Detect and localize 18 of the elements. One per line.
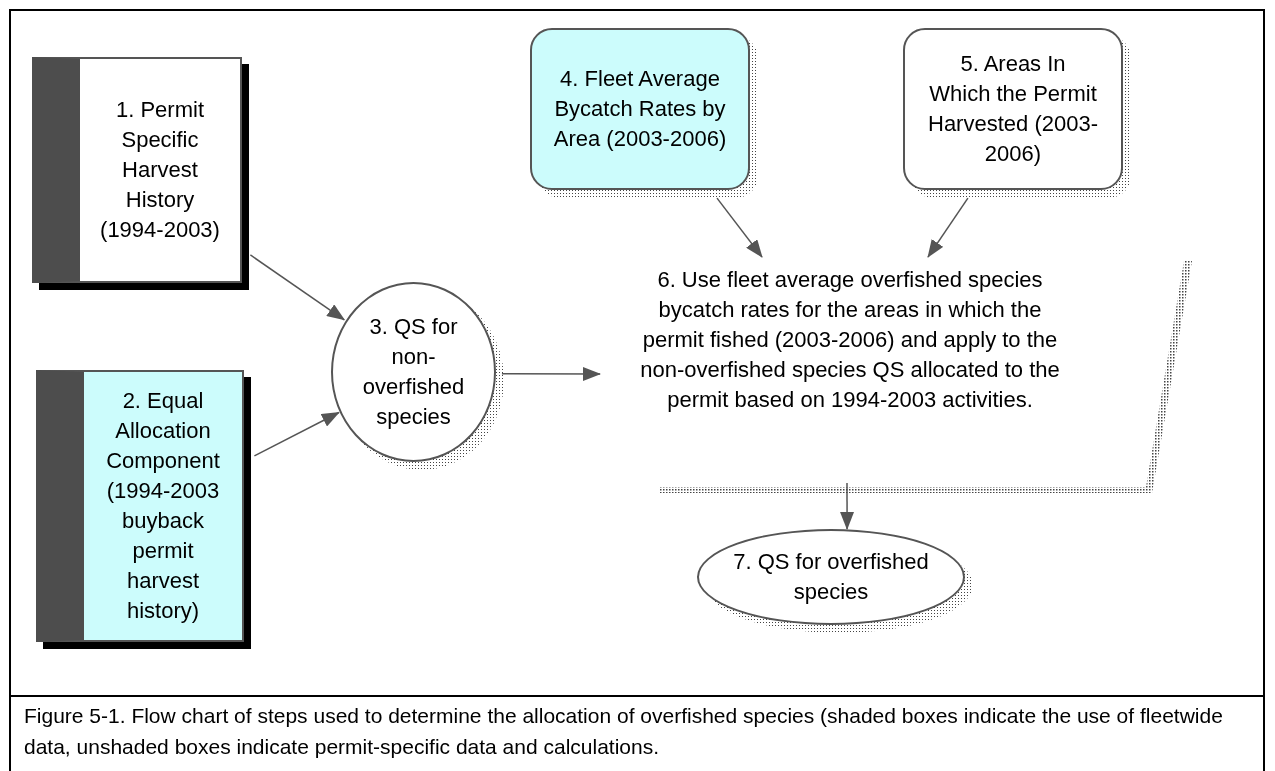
arrow: [249, 254, 345, 321]
node-text: 7. QS for overfished species: [732, 548, 930, 606]
node-text: 6. Use fleet average overfished species bycatch rates for the areas in which the permit fished (2003-2006) and apply to the non-overfished species QS allocated to the permit based on 1994-2003 activities.: [640, 266, 1060, 414]
arrow: [716, 197, 763, 258]
figure-caption: Figure 5-1. Flow chart of steps used to determine the allocation of overfished species (shaded boxes indicate the use of fleetwide data, unshaded boxes indicate permit-specific data and calculations.: [24, 703, 1224, 760]
arrow: [840, 482, 855, 530]
data-box: [32, 57, 242, 283]
data-box: [530, 28, 750, 190]
node-text: 3. QS for non-overfished species: [361, 313, 466, 431]
data-box: [36, 370, 244, 642]
data-box: [903, 28, 1123, 190]
arrow: [501, 367, 601, 381]
arrow: [253, 411, 340, 457]
node-text: 2. Equal Allocation Component (1994-2003 buyback permit harvest history): [105, 387, 221, 625]
arrow: [927, 197, 969, 258]
node-text: 4. Fleet Average Bycatch Rates by Area (2003-2006): [552, 65, 728, 153]
node-text: 5. Areas In Which the Permit Harvested (2003-2006): [927, 50, 1099, 168]
node-text: 1. Permit Specific Harvest History (1994-2003): [99, 96, 221, 244]
